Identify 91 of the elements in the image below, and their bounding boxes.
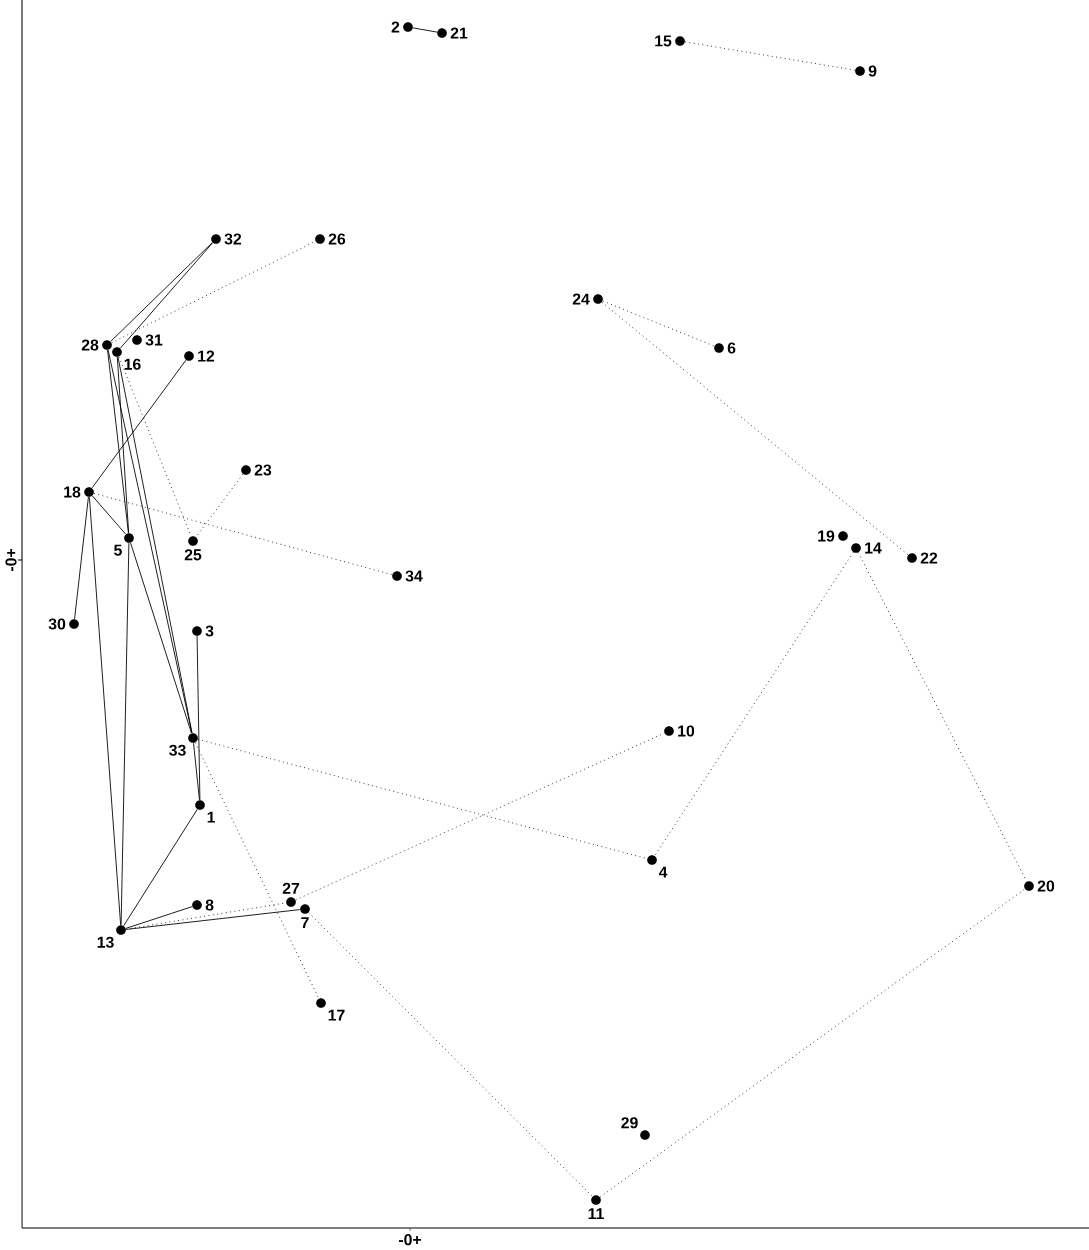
connector-line [196, 635, 201, 801]
point-label: 9 [868, 65, 877, 77]
data-point [192, 900, 202, 910]
connector-line [107, 349, 129, 534]
point-label: 30 [48, 618, 66, 630]
connector-line [125, 906, 193, 929]
point-label: 23 [254, 464, 272, 476]
connector-line [91, 359, 187, 489]
connector-line [123, 808, 198, 927]
point-label: 7 [301, 917, 309, 929]
point-label: 3 [205, 625, 214, 637]
point-label: 29 [621, 1117, 638, 1129]
point-label: 14 [865, 542, 882, 554]
connector-line [599, 888, 1026, 1198]
point-label: 17 [328, 1009, 345, 1021]
data-point [664, 726, 674, 736]
data-point [851, 543, 861, 553]
connector-line [684, 41, 856, 71]
point-label: 15 [655, 35, 672, 47]
point-label: 4 [658, 866, 668, 878]
point-label: 33 [169, 744, 186, 756]
data-point [591, 1195, 601, 1205]
connector-line [120, 242, 214, 349]
connector-line [130, 542, 192, 734]
axis-label: -0+ [398, 1234, 421, 1246]
data-point [241, 465, 251, 475]
connector-line [193, 742, 200, 801]
point-label: 24 [572, 293, 590, 305]
point-label: 12 [198, 350, 215, 362]
data-point [188, 733, 198, 743]
data-point [403, 22, 413, 32]
connector-line [91, 495, 127, 535]
data-point [907, 553, 917, 563]
point-label: 18 [64, 486, 81, 498]
data-point [1024, 881, 1034, 891]
point-label: 5 [114, 544, 122, 556]
data-point [714, 343, 724, 353]
axis-label: -0+ [5, 549, 17, 572]
data-point [102, 340, 112, 350]
point-label: 2 [391, 21, 400, 33]
point-label: 26 [328, 233, 346, 245]
point-label: 31 [145, 334, 163, 346]
connector-line [125, 909, 301, 930]
point-label: 32 [224, 233, 242, 245]
data-point [855, 66, 865, 76]
data-point [116, 925, 126, 935]
data-point [437, 28, 447, 38]
data-point [647, 855, 657, 865]
data-point [192, 626, 202, 636]
data-point [124, 533, 134, 543]
data-point [195, 800, 205, 810]
connector-line [93, 492, 393, 576]
data-point [316, 998, 326, 1008]
point-label: 6 [727, 342, 736, 354]
data-point [132, 335, 142, 345]
point-label: 13 [97, 936, 114, 948]
data-point [69, 619, 79, 629]
data-point [675, 36, 685, 46]
point-label: 19 [818, 530, 835, 542]
point-label: 21 [450, 27, 468, 39]
point-label: 20 [1037, 880, 1055, 892]
data-point [640, 1130, 650, 1140]
connector-line [120, 542, 130, 926]
data-point [300, 904, 310, 914]
connector-line [74, 496, 89, 620]
point-label: 22 [920, 552, 938, 564]
connector-line [412, 27, 438, 33]
point-label: 34 [405, 570, 423, 582]
data-point [84, 487, 94, 497]
point-label: 25 [184, 549, 202, 561]
point-label: 27 [282, 882, 300, 894]
point-label: 8 [205, 899, 214, 911]
connector-line [116, 356, 130, 534]
data-point [188, 536, 198, 546]
point-label: 28 [81, 339, 99, 351]
data-point [286, 897, 296, 907]
data-point [184, 351, 194, 361]
data-point [838, 531, 848, 541]
point-label: 16 [124, 358, 141, 370]
point-label: 1 [207, 811, 215, 823]
data-point [211, 234, 221, 244]
connector-line [195, 473, 244, 538]
point-label: 11 [588, 1208, 604, 1220]
point-label: 10 [678, 725, 695, 737]
data-point [392, 571, 402, 581]
connector-line [602, 300, 715, 347]
connector-line [110, 242, 213, 342]
connector-line [308, 912, 593, 1197]
data-point [593, 294, 603, 304]
data-point [315, 234, 325, 244]
data-point [112, 347, 122, 357]
